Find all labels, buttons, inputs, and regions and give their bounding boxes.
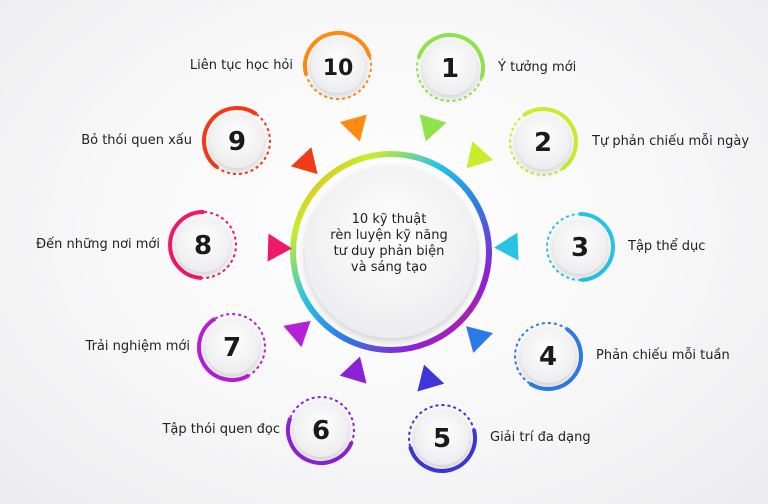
- arrow-6: [339, 356, 367, 384]
- arrow-5: [417, 364, 445, 392]
- step-number-4: 4: [539, 342, 557, 372]
- ring-solid-5: [408, 428, 477, 473]
- step-number-5: 5: [433, 424, 451, 454]
- center-line-1: 10 kỹ thuật: [351, 212, 427, 227]
- ring-dashed-3: [546, 213, 581, 281]
- ring-solid-6: [286, 417, 354, 465]
- number-disc-2: [516, 115, 570, 169]
- step-node-9: 9: [202, 106, 318, 175]
- ring-dashed-5: [408, 404, 475, 447]
- item-label-7: Trải nghiệm mới: [85, 339, 190, 354]
- ring-dashed-7: [214, 313, 266, 377]
- item-label-1: Ý tưởng mới: [498, 60, 577, 75]
- center-hub: [290, 151, 492, 353]
- arrow-9: [290, 147, 318, 175]
- center-line-4: và sáng tạo: [350, 260, 428, 275]
- item-label-3: Tập thể dục: [628, 239, 706, 254]
- step-node-3: 3: [494, 212, 615, 282]
- ring-solid-8: [168, 210, 205, 280]
- arrow-3: [494, 232, 519, 261]
- step-number-2: 2: [534, 128, 552, 158]
- number-disc-9: [210, 114, 264, 168]
- number-disc-7: [205, 320, 259, 374]
- item-label-5: Giải trí đa dạng: [490, 430, 591, 445]
- ring-solid-7: [197, 316, 250, 382]
- item-label-9: Bỏ thói quen xấu: [81, 133, 192, 148]
- ring-solid-9: [202, 106, 258, 170]
- ring-solid-4: [528, 326, 583, 391]
- step-number-1: 1: [441, 54, 459, 84]
- ring-dashed-1: [416, 57, 483, 102]
- ring-dashed-4: [514, 322, 567, 385]
- step-node-7: 7: [197, 313, 311, 382]
- number-disc-6: [294, 403, 348, 457]
- ring-solid-2: [522, 107, 578, 171]
- center-title: 10 kỹ thuật rèn luyện kỹ năng tư duy phả…: [314, 212, 464, 276]
- step-number-7: 7: [223, 333, 241, 363]
- step-number-6: 6: [312, 416, 330, 446]
- item-label-8: Đến những nơi mới: [36, 237, 160, 252]
- arrow-4: [466, 326, 493, 353]
- item-label-10: Liên tục học hỏi: [189, 58, 293, 73]
- step-node-10: 10: [303, 31, 372, 142]
- step-number-10: 10: [323, 56, 354, 81]
- step-number-3: 3: [571, 233, 589, 263]
- center-line-3: tư duy phản biện: [333, 244, 445, 259]
- ring-dashed-2: [509, 114, 563, 176]
- number-disc-1: [423, 41, 477, 95]
- ring-dashed-8: [201, 211, 237, 279]
- step-number-9: 9: [228, 127, 246, 157]
- arrow-8: [267, 233, 292, 262]
- ring-dashed-9: [217, 113, 271, 175]
- center-disc: [305, 166, 477, 338]
- ring-dashed-10: [305, 56, 372, 100]
- step-node-2: 2: [466, 107, 578, 176]
- step-node-1: 1: [416, 33, 485, 142]
- ring-solid-10: [303, 31, 372, 76]
- number-disc-4: [521, 329, 575, 383]
- step-number-8: 8: [194, 231, 212, 261]
- item-label-6: Tập thói quen đọc: [162, 422, 280, 437]
- center-rainbow-ring: [290, 151, 492, 353]
- step-node-6: 6: [286, 356, 367, 465]
- item-label-2: Tự phản chiếu mỗi ngày: [592, 134, 750, 149]
- arrow-7: [283, 320, 311, 348]
- number-disc-8: [176, 218, 230, 272]
- ring-dashed-6: [289, 396, 355, 443]
- arrow-2: [466, 141, 494, 169]
- ring-solid-1: [416, 33, 485, 79]
- number-disc-3: [553, 220, 607, 274]
- arrow-1: [419, 114, 447, 142]
- ring-solid-3: [579, 212, 615, 282]
- step-node-4: 4: [466, 322, 583, 391]
- center-line-2: rèn luyện kỹ năng: [330, 228, 448, 243]
- arrow-10: [339, 114, 367, 142]
- item-label-4: Phản chiếu mỗi tuần: [596, 348, 730, 363]
- step-node-5: 5: [408, 364, 477, 473]
- step-node-8: 8: [168, 210, 292, 280]
- number-disc-5: [415, 411, 469, 465]
- number-disc-10: [311, 39, 365, 93]
